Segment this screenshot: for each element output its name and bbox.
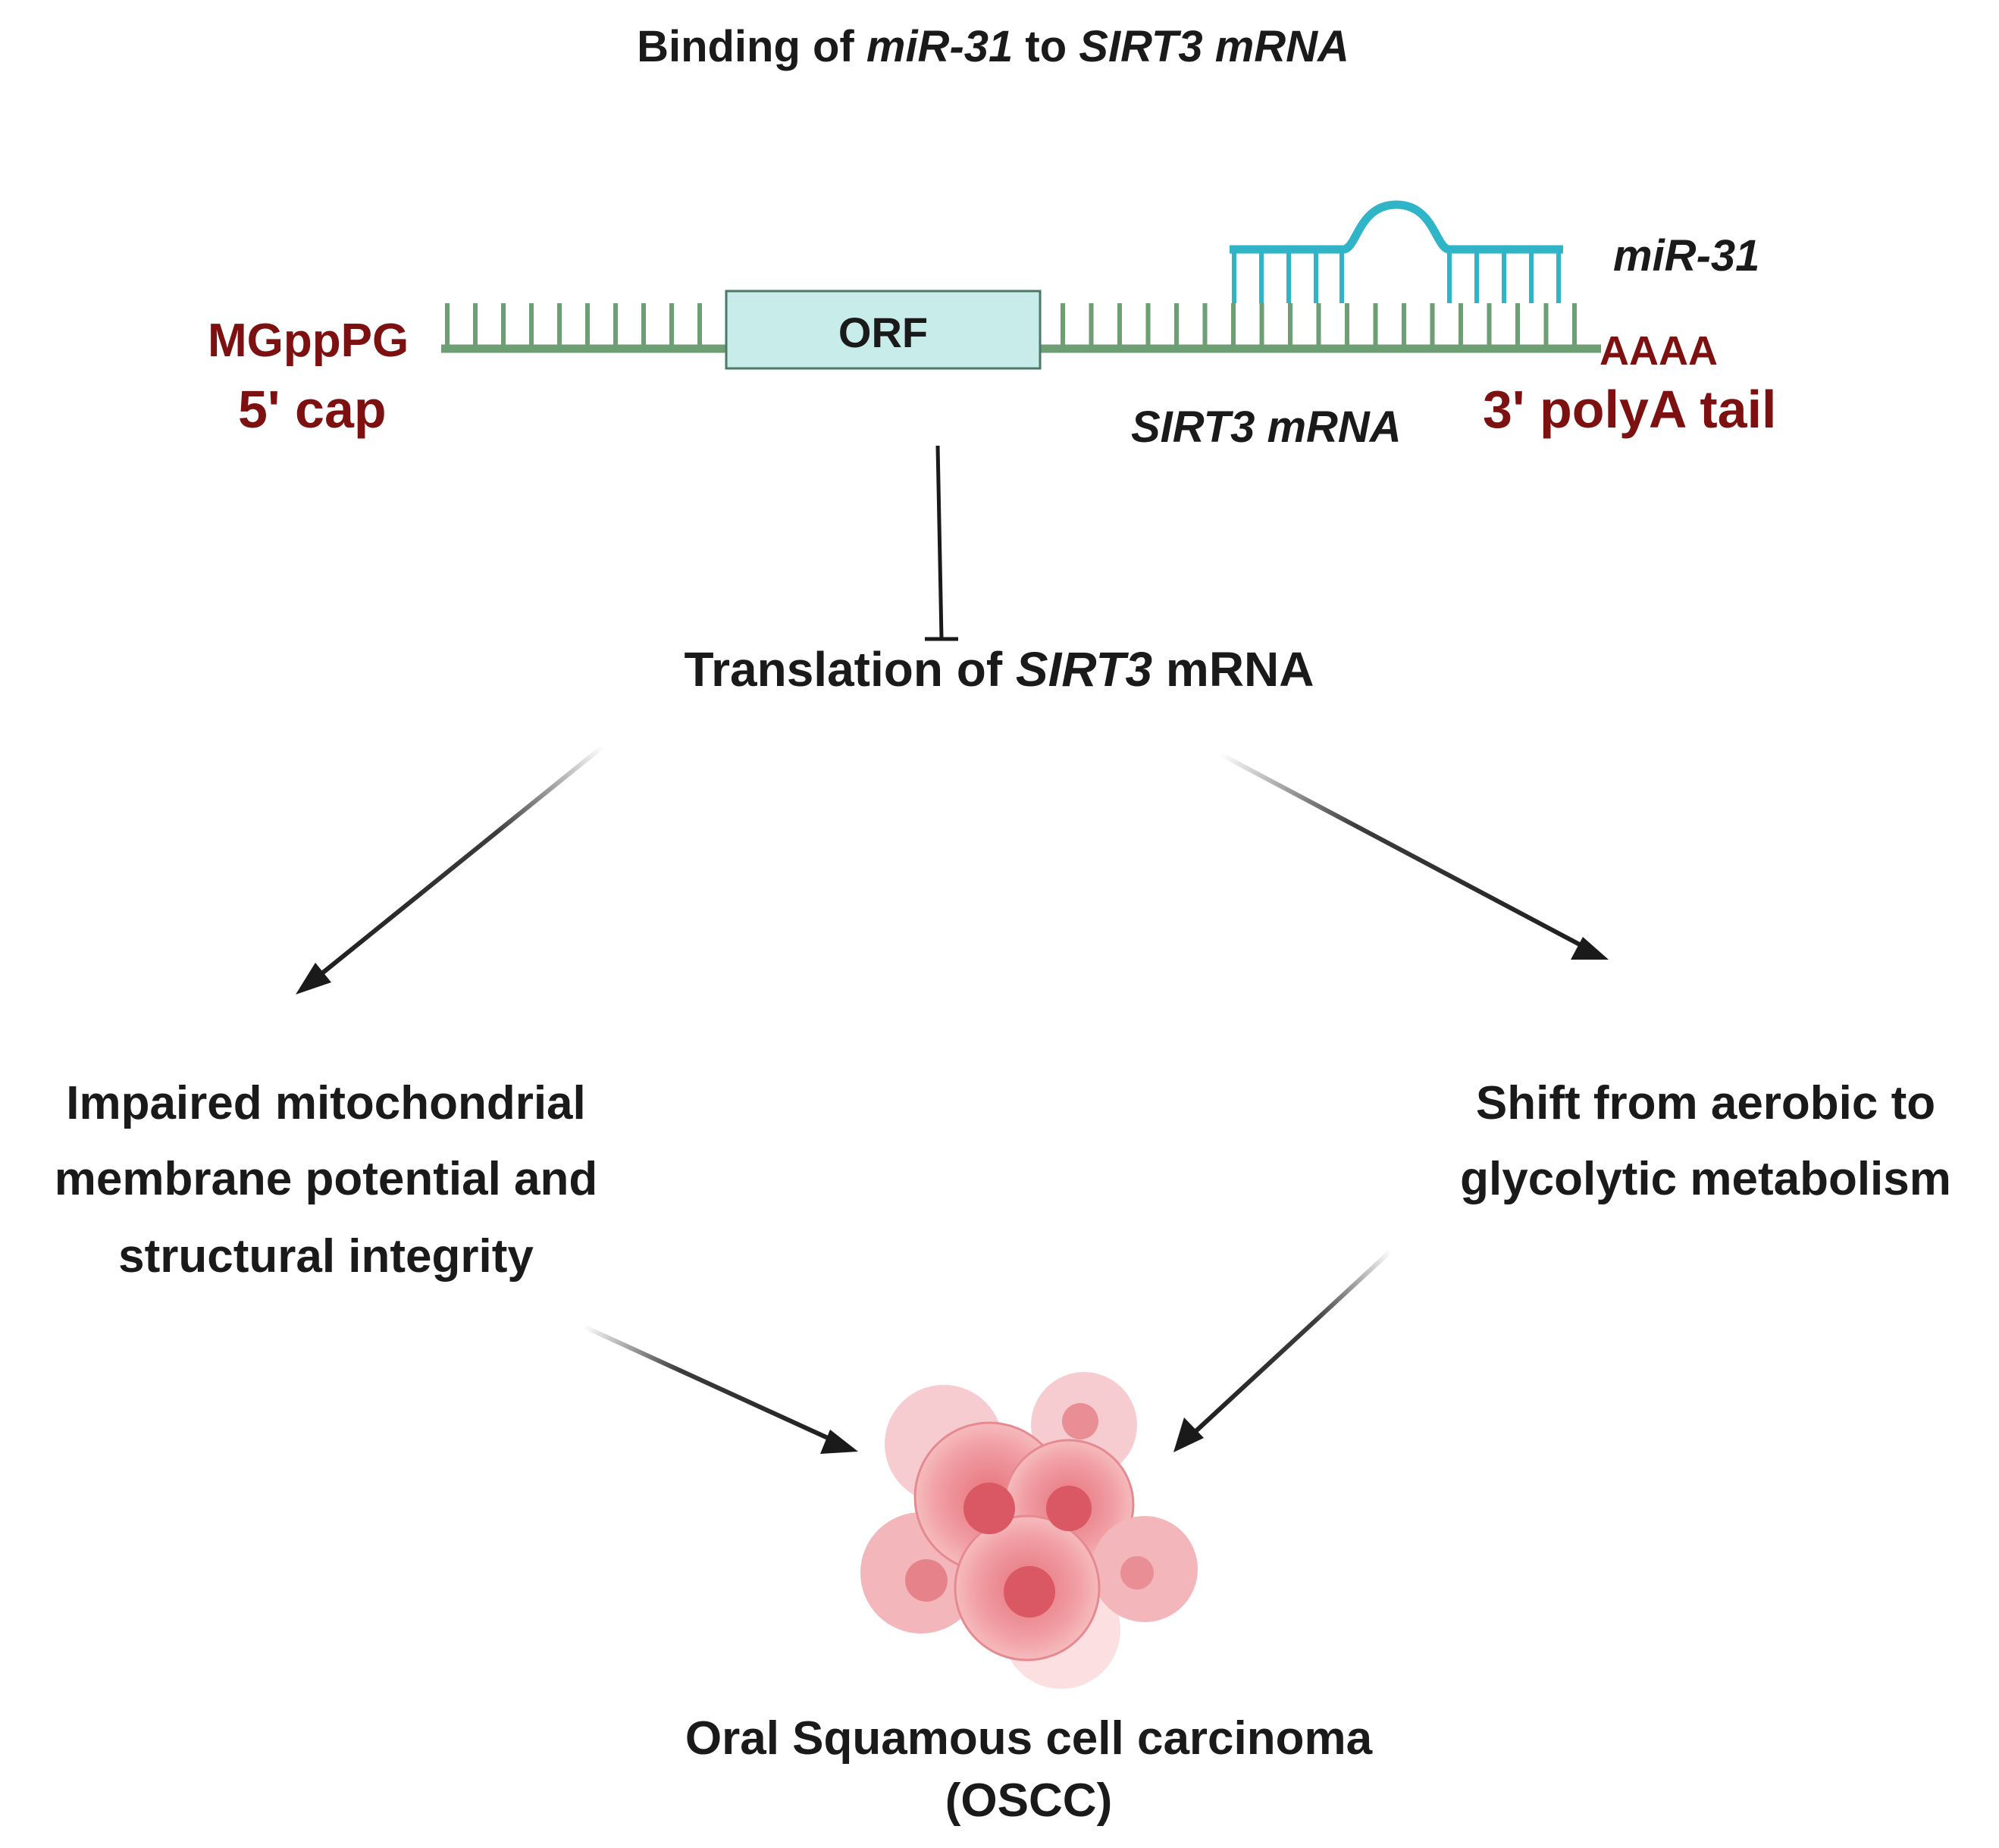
diagram-title: Binding of miR-31 to SIRT3 mRNA	[637, 22, 1349, 71]
outcome-line-2: (OSCC)	[945, 1774, 1113, 1827]
arrowhead	[296, 963, 331, 994]
mir31-bases	[1232, 249, 1561, 303]
mitochondrial-effect-line-1: Impaired mitochondrial	[66, 1077, 586, 1129]
arrow-mitochondrial-to-oscc	[582, 1324, 858, 1454]
arrowhead	[1571, 937, 1609, 960]
mrna-bases-left	[445, 303, 702, 349]
translation-label: Translation of SIRT3 mRNA	[684, 642, 1314, 697]
inhibition-stem	[935, 445, 944, 639]
arrow-to-metabolism	[1219, 752, 1609, 960]
outcome-line-1: Oral Squamous cell carcinoma	[685, 1712, 1373, 1765]
mrna-bases-right	[1061, 303, 1577, 349]
mitochondrial-effect-line-2: membrane potential and	[54, 1153, 598, 1205]
cancer-cell-cluster-icon	[860, 1372, 1198, 1689]
cap-label: 5' cap	[238, 380, 387, 439]
arrowhead	[1173, 1417, 1204, 1452]
arrow-to-mitochondrial	[296, 744, 604, 994]
mir31-label: miR-31	[1613, 231, 1760, 280]
mir31-backbone	[1230, 200, 1563, 254]
orf-box	[725, 290, 1042, 370]
arrow-metabolism-to-oscc	[1173, 1248, 1393, 1452]
orf-label: ORF	[838, 309, 929, 356]
arrowhead	[820, 1430, 858, 1454]
polya-label: 3' polyA tail	[1483, 380, 1777, 439]
metabolism-effect-line-2: glycolytic metabolism	[1460, 1153, 1951, 1205]
cap-code-label: MGppPG	[208, 315, 409, 367]
mir31-strand	[1230, 200, 1563, 303]
polya-code-label: AAAA	[1600, 328, 1718, 374]
sirt3-mrna-label: SIRT3 mRNA	[1131, 402, 1402, 452]
inhibition-arrow	[925, 445, 958, 641]
metabolism-effect-line-1: Shift from aerobic to	[1475, 1077, 1936, 1129]
sirt3-mrna-strand	[441, 303, 1601, 353]
mitochondrial-effect-line-3: structural integrity	[118, 1230, 534, 1283]
